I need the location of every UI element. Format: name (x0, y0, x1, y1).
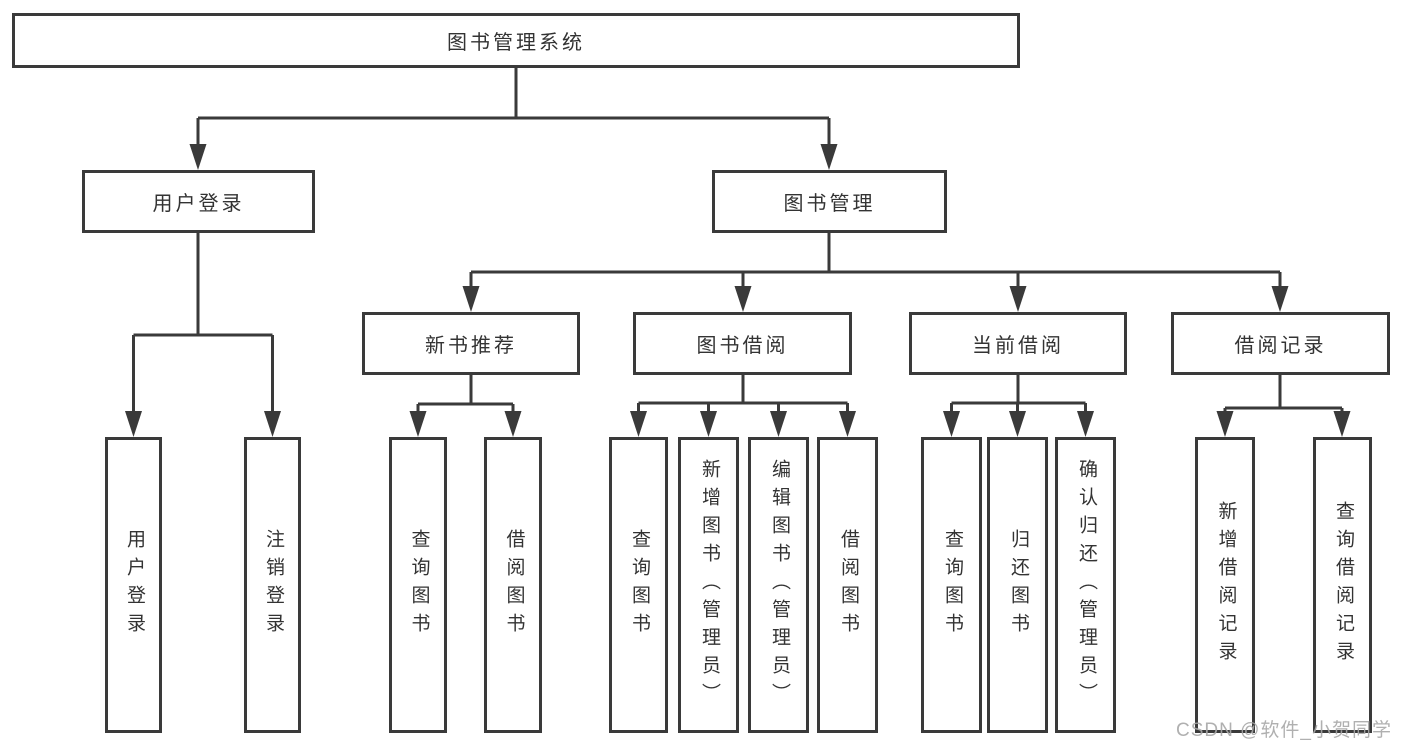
leaf-query-borrow-record: 查询借阅记录 (1313, 437, 1372, 733)
leaf-edit-books-admin: 编辑图书（管理员） (748, 437, 809, 733)
leaf-add-books-admin: 新增图书（管理员） (678, 437, 739, 733)
leaf-recommend-query-books-label: 查询图书 (408, 529, 430, 641)
leaf-return-books: 归还图书 (987, 437, 1048, 733)
arrowhead-icons (125, 144, 1351, 437)
leaf-borrow-books-label: 借阅图书 (837, 529, 859, 641)
leaf-logout-label: 注销登录 (262, 529, 284, 641)
leaf-current-query-books: 查询图书 (921, 437, 982, 733)
node-new-book-recommend: 新书推荐 (362, 312, 580, 375)
node-user-login: 用户登录 (82, 170, 315, 233)
node-borrow-records: 借阅记录 (1171, 312, 1390, 375)
leaf-user-login: 用户登录 (105, 437, 162, 733)
leaf-recommend-query-books: 查询图书 (389, 437, 447, 733)
node-current-borrow: 当前借阅 (909, 312, 1127, 375)
leaf-add-borrow-record-label: 新增借阅记录 (1215, 501, 1237, 669)
leaf-add-books-admin-label: 新增图书（管理员） (698, 459, 720, 711)
node-book-management: 图书管理 (712, 170, 947, 233)
leaf-current-query-books-label: 查询图书 (941, 529, 963, 641)
node-book-borrow: 图书借阅 (633, 312, 852, 375)
leaf-edit-books-admin-label: 编辑图书（管理员） (768, 459, 790, 711)
leaf-add-borrow-record: 新增借阅记录 (1195, 437, 1255, 733)
leaf-confirm-return-admin: 确认归还（管理员） (1055, 437, 1116, 733)
leaf-borrow-query-books: 查询图书 (609, 437, 668, 733)
csdn-watermark: CSDN @软件_小贺同学 (1176, 720, 1392, 741)
leaf-borrow-query-books-label: 查询图书 (628, 529, 650, 641)
leaf-user-login-label: 用户登录 (123, 529, 145, 641)
leaf-logout: 注销登录 (244, 437, 301, 733)
leaf-query-borrow-record-label: 查询借阅记录 (1332, 501, 1354, 669)
leaf-recommend-borrow-books-label: 借阅图书 (503, 529, 525, 641)
leaf-recommend-borrow-books: 借阅图书 (484, 437, 542, 733)
leaf-confirm-return-admin-label: 确认归还（管理员） (1075, 459, 1097, 711)
leaf-return-books-label: 归还图书 (1007, 529, 1029, 641)
leaf-borrow-books: 借阅图书 (817, 437, 878, 733)
node-root-system: 图书管理系统 (12, 13, 1020, 68)
